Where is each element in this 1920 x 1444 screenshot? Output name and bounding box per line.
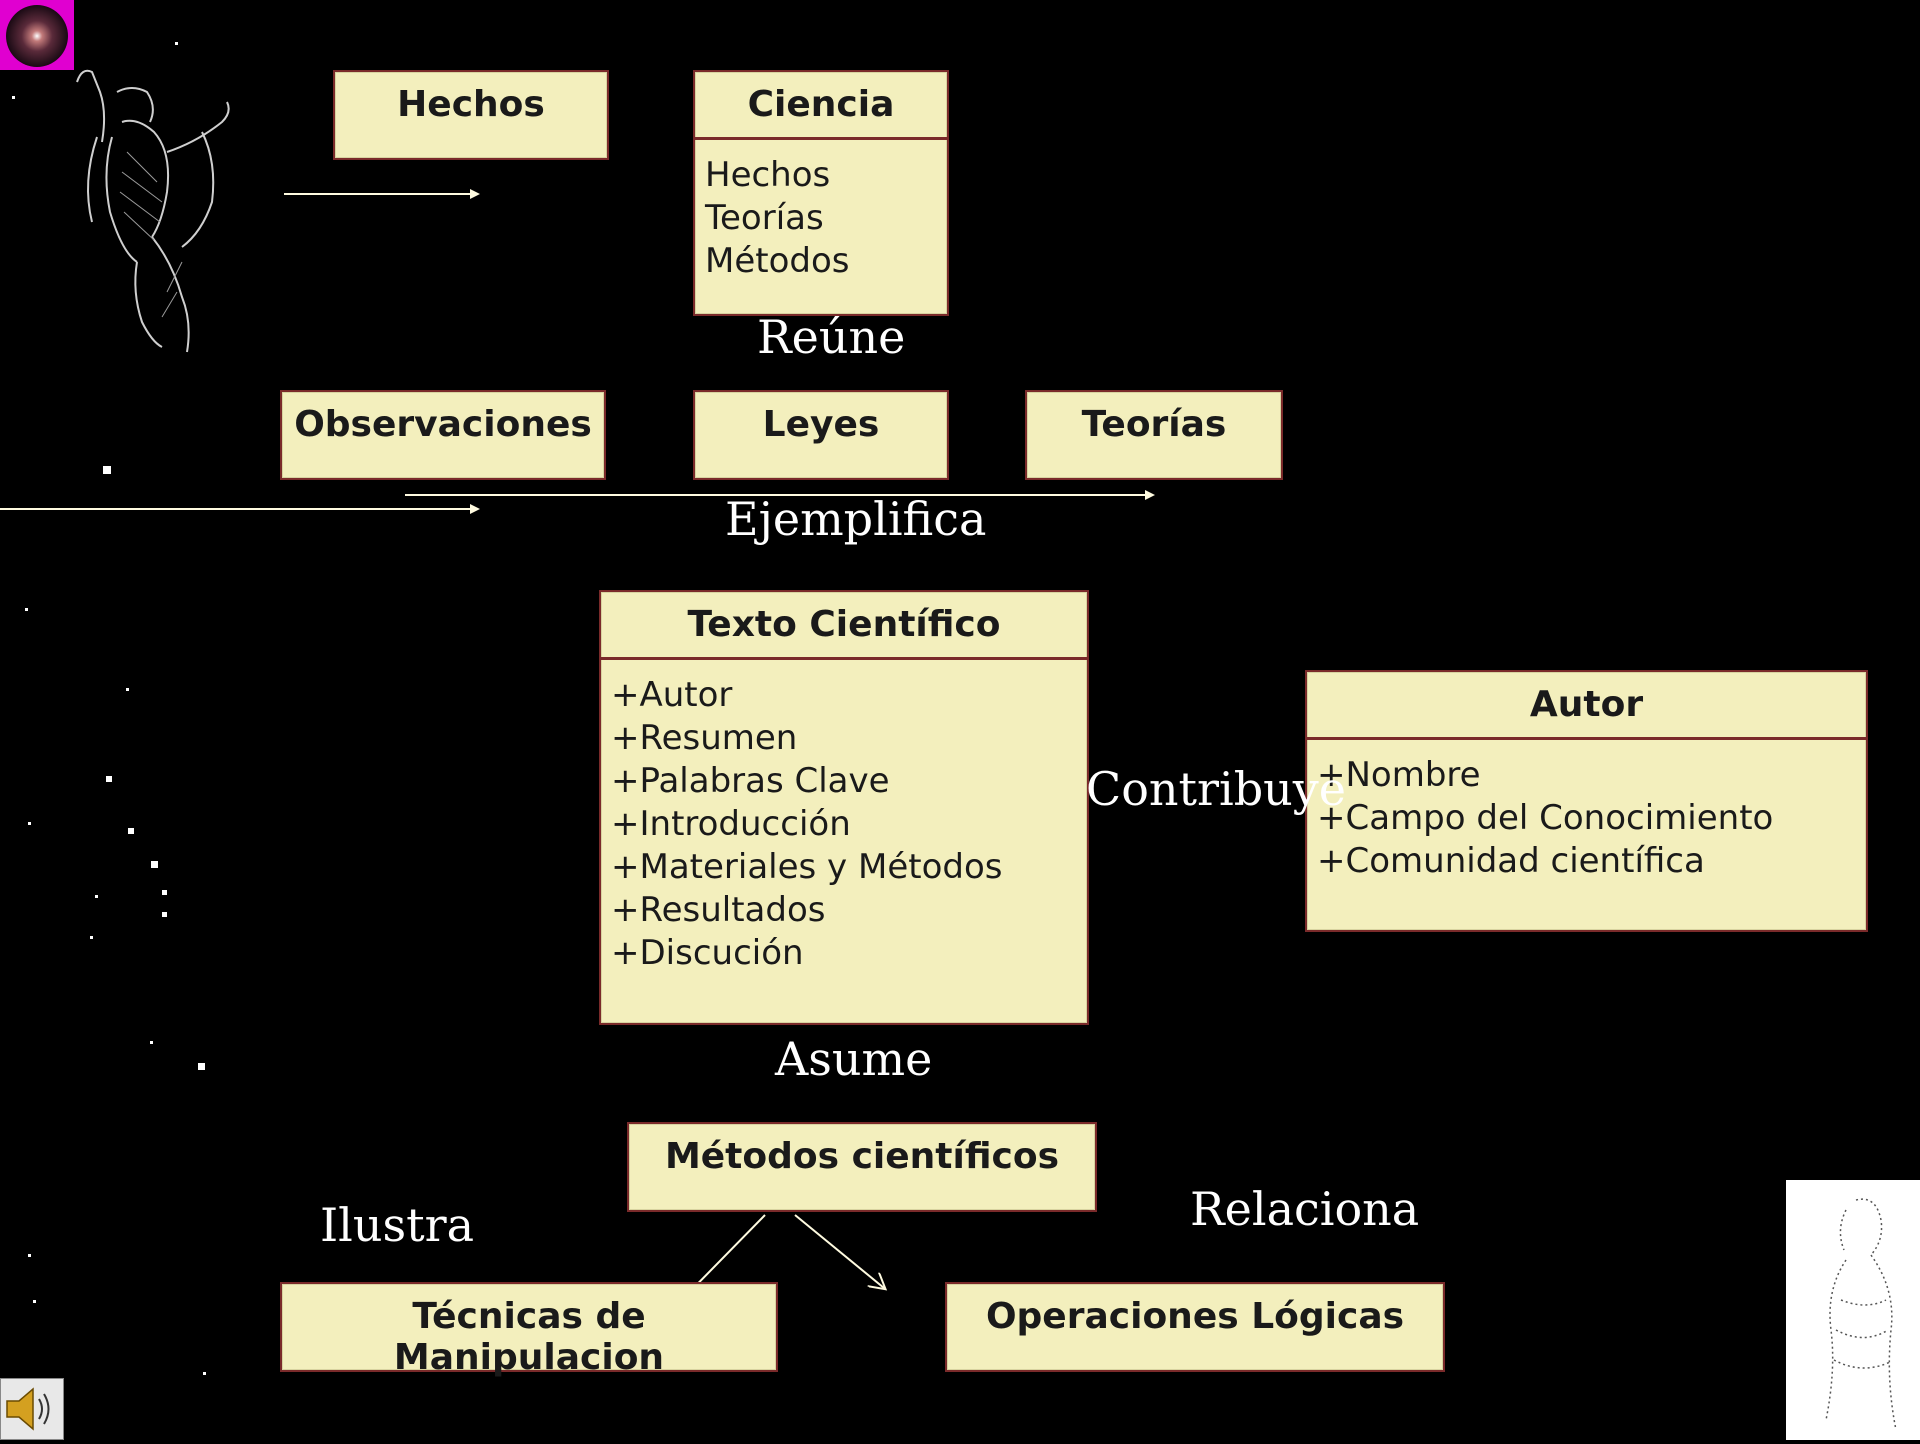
class-name: Leyes bbox=[762, 404, 880, 445]
class-texto-cientifico: Texto Científico +Autor +Resumen +Palabr… bbox=[599, 590, 1089, 1025]
class-hechos: Hechos bbox=[333, 70, 609, 160]
planet-icon bbox=[0, 0, 74, 70]
relation-label-reune: Reúne bbox=[757, 310, 906, 364]
star bbox=[25, 608, 28, 611]
attribute: +Resultados bbox=[611, 890, 826, 930]
arrow-relaciona bbox=[794, 1214, 884, 1288]
class-ciencia: Ciencia Hechos Teorías Métodos bbox=[693, 70, 949, 316]
relation-label-asume: Asume bbox=[775, 1032, 933, 1086]
class-tecnicas-manipulacion: Técnicas de Manipulacion bbox=[280, 1282, 778, 1378]
attribute: +Autor bbox=[611, 675, 733, 715]
attribute: +Discución bbox=[611, 933, 804, 973]
star bbox=[175, 42, 178, 45]
attribute: +Comunidad científica bbox=[1317, 841, 1705, 881]
attribute: +Campo del Conocimiento bbox=[1317, 798, 1774, 838]
class-teorias: Teorías bbox=[1025, 390, 1283, 480]
class-attributes: Hechos Teorías Métodos bbox=[695, 140, 947, 283]
star bbox=[95, 895, 98, 898]
star bbox=[12, 96, 15, 99]
attribute: +Palabras Clave bbox=[611, 761, 890, 801]
class-name: Técnicas de Manipulacion bbox=[393, 1296, 665, 1378]
class-attributes: +Nombre +Campo del Conocimiento +Comunid… bbox=[1307, 740, 1866, 883]
star bbox=[162, 890, 167, 895]
star bbox=[203, 1372, 206, 1375]
speaker-icon[interactable] bbox=[0, 1378, 64, 1440]
class-observaciones: Observaciones bbox=[280, 390, 606, 480]
class-name: Teorías bbox=[1081, 404, 1227, 445]
attribute: +Introducción bbox=[611, 804, 851, 844]
star bbox=[28, 822, 31, 825]
attribute: +Resumen bbox=[611, 718, 798, 758]
relation-label-contribuye: Contribuye bbox=[1086, 762, 1346, 816]
relation-label-relaciona: Relaciona bbox=[1190, 1182, 1420, 1236]
attribute: Hechos bbox=[705, 155, 831, 195]
hermes-figure bbox=[76, 69, 230, 353]
class-name: Texto Científico bbox=[601, 592, 1087, 660]
class-name: Operaciones Lógicas bbox=[985, 1296, 1405, 1337]
class-name: Hechos bbox=[397, 84, 545, 125]
attribute: Métodos bbox=[705, 241, 850, 281]
class-leyes: Leyes bbox=[693, 390, 949, 480]
star bbox=[151, 861, 158, 868]
star bbox=[128, 828, 134, 834]
class-attributes: +Autor +Resumen +Palabras Clave +Introdu… bbox=[601, 660, 1087, 975]
class-name: Observaciones bbox=[294, 404, 592, 445]
class-operaciones-logicas: Operaciones Lógicas bbox=[945, 1282, 1445, 1372]
class-name: Autor bbox=[1307, 672, 1866, 740]
class-name: Métodos científicos bbox=[664, 1136, 1060, 1177]
attribute: +Materiales y Métodos bbox=[611, 847, 1003, 887]
class-autor: Autor +Nombre +Campo del Conocimiento +C… bbox=[1305, 670, 1868, 932]
star bbox=[90, 936, 93, 939]
class-name: Ciencia bbox=[695, 72, 947, 140]
star bbox=[162, 912, 167, 917]
attribute: +Nombre bbox=[1317, 755, 1481, 795]
relation-label-ilustra: Ilustra bbox=[320, 1198, 475, 1252]
star bbox=[103, 466, 111, 474]
star bbox=[28, 1254, 31, 1257]
star bbox=[126, 688, 129, 691]
star bbox=[150, 1041, 153, 1044]
attribute: Teorías bbox=[705, 198, 824, 238]
star bbox=[33, 1300, 36, 1303]
class-metodos-cientificos: Métodos científicos bbox=[627, 1122, 1097, 1212]
statue-figure bbox=[1786, 1180, 1920, 1440]
relation-label-ejemplifica: Ejemplifica bbox=[725, 492, 987, 546]
star bbox=[106, 776, 112, 782]
star bbox=[198, 1063, 205, 1070]
